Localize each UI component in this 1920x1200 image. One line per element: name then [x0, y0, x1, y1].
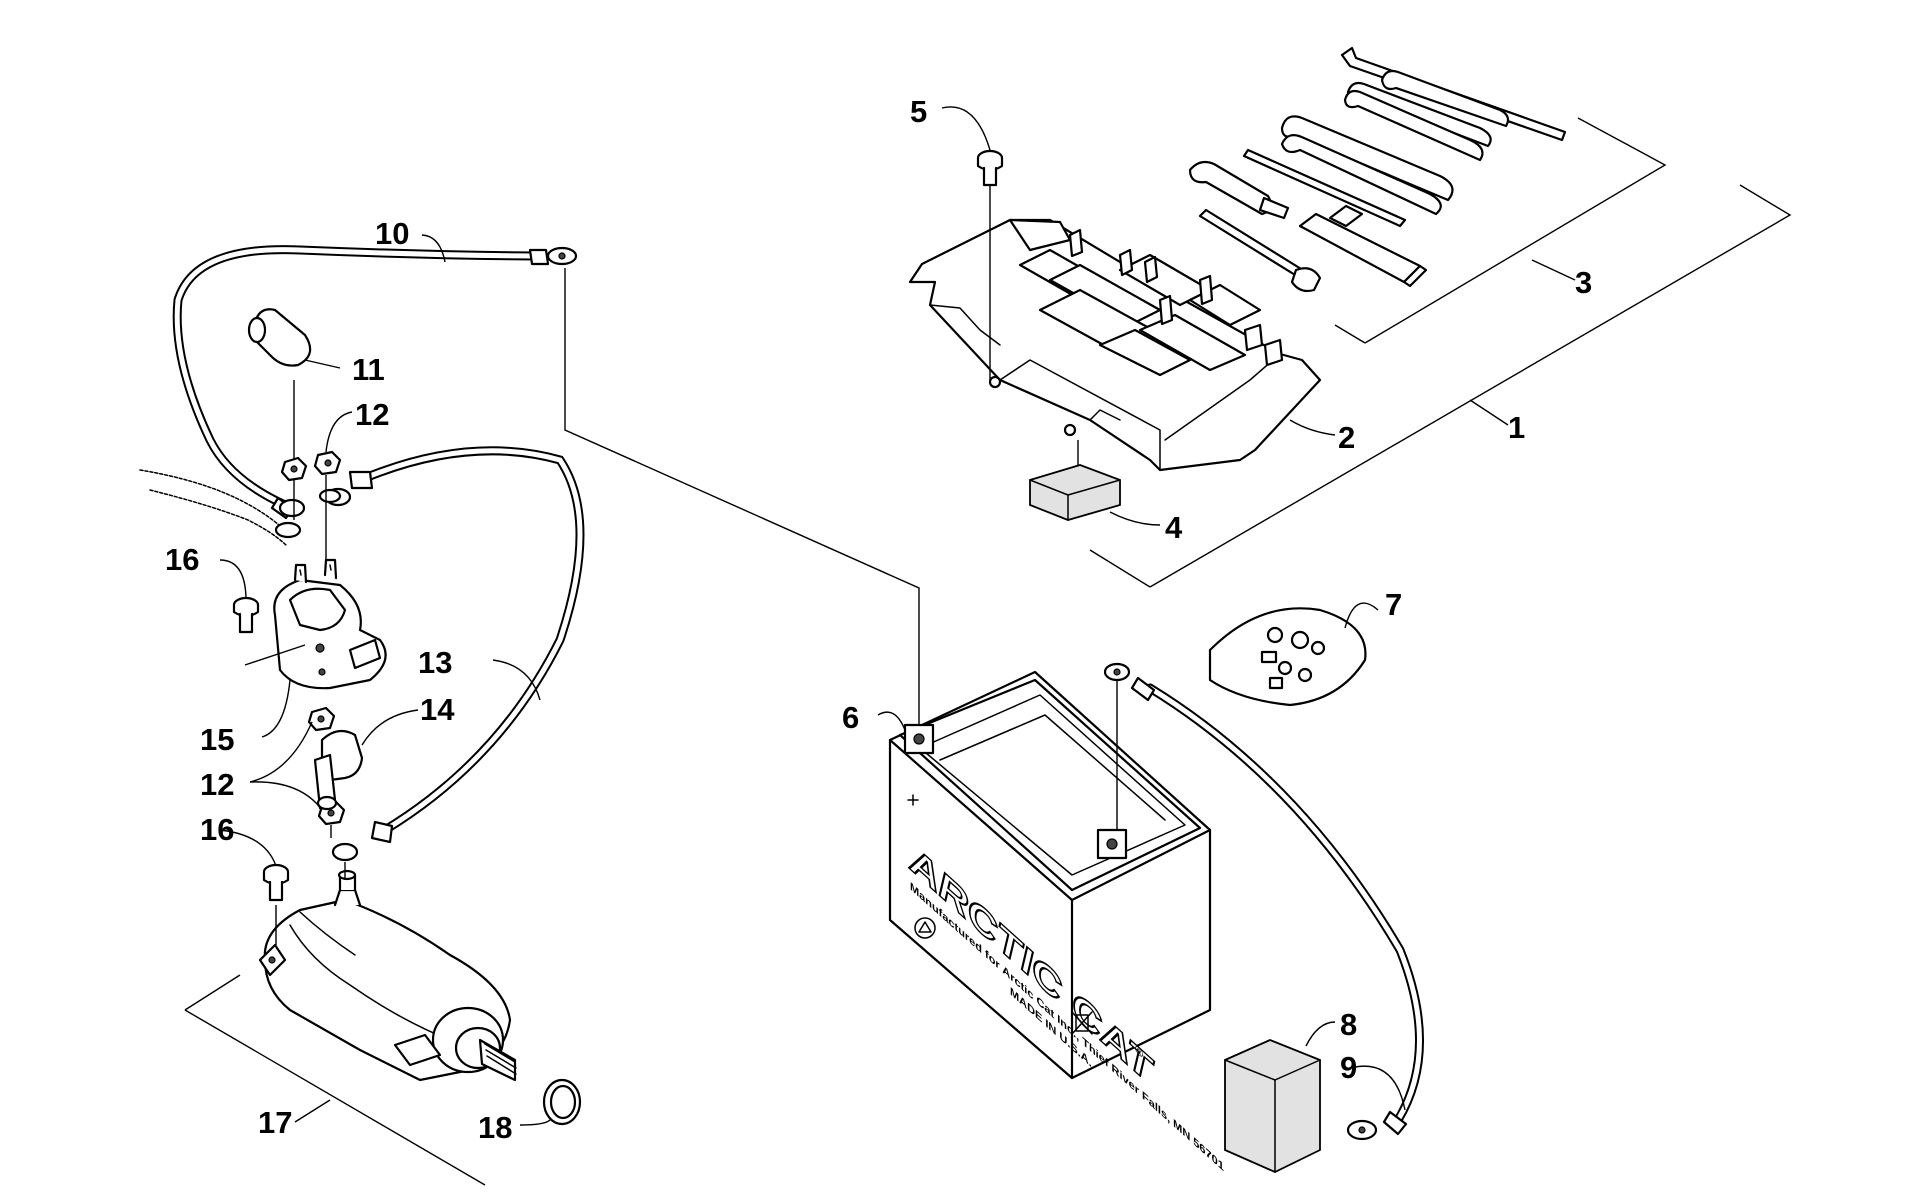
callout-15: 15 — [200, 722, 234, 757]
callout-12-top: 12 — [355, 397, 389, 432]
starter-motor — [258, 869, 517, 1082]
callout-14: 14 — [420, 692, 455, 727]
callout-1: 1 — [1508, 410, 1525, 445]
callout-12-bottom: 12 — [200, 767, 234, 802]
washer — [318, 488, 342, 504]
wrench — [1280, 115, 1454, 202]
o-ring — [542, 1078, 582, 1126]
nut — [280, 456, 308, 482]
callout-17: 17 — [258, 1105, 292, 1140]
battery-foam-pad — [1224, 1039, 1321, 1173]
bolt — [262, 863, 290, 902]
wrench — [1343, 89, 1484, 162]
callout-6: 6 — [842, 700, 859, 735]
screwdriver — [1188, 148, 1407, 228]
callout-4: 4 — [1165, 510, 1183, 545]
nut — [313, 450, 342, 476]
callout-3: 3 — [1575, 265, 1592, 300]
callout-2: 2 — [1338, 420, 1355, 455]
spark-plug-socket — [1298, 204, 1428, 288]
callout-7: 7 — [1385, 587, 1402, 622]
callout-5: 5 — [910, 94, 927, 129]
callout-9: 9 — [1340, 1050, 1357, 1085]
callout-10: 10 — [375, 216, 409, 251]
battery-terminal-positive — [1096, 828, 1128, 860]
battery: ARCTIC CAT ® Manufactured for Arctic Cat… — [888, 670, 1224, 1174]
callout-8: 8 — [1340, 1007, 1357, 1042]
washer — [274, 521, 302, 539]
callout-16-bottom: 16 — [200, 812, 234, 847]
tool-kit — [1188, 46, 1567, 293]
leader-lines — [184, 106, 1792, 1186]
crossed-bin-icon — [1071, 1011, 1093, 1035]
bolt — [976, 149, 1004, 187]
battery-positive-cable — [1103, 662, 1424, 1141]
callout-13: 13 — [418, 645, 452, 680]
terminal-boot — [247, 308, 312, 367]
starter-solenoid — [273, 558, 387, 690]
foam-pad — [1029, 464, 1121, 521]
callouts: 1 2 3 4 5 6 7 8 9 10 11 12 12 13 14 15 1… — [165, 94, 1592, 1145]
brand-mark: ® — [1135, 1041, 1143, 1061]
ground-cable — [172, 245, 578, 520]
battery-terminal-negative — [903, 723, 935, 755]
socket-handle — [1198, 208, 1322, 293]
hardware-kit — [1208, 607, 1367, 707]
wrench — [1280, 133, 1442, 216]
callout-18: 18 — [478, 1110, 512, 1145]
nut — [307, 706, 336, 732]
bolt — [232, 596, 260, 634]
recycle-icon — [914, 917, 936, 939]
tool-tray — [908, 218, 1322, 472]
callout-16-top: 16 — [165, 542, 199, 577]
terminal-boot — [313, 729, 364, 811]
callout-11: 11 — [352, 352, 385, 387]
